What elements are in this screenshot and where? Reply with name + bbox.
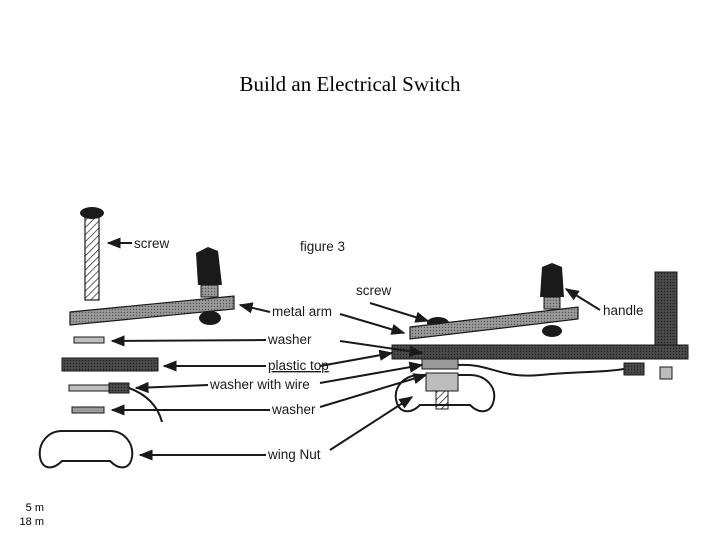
washer-label-bottom: washer	[271, 402, 316, 417]
exploded-view	[38, 207, 235, 469]
plastic-top-part	[61, 357, 159, 372]
switch-diagram: screw figure 3 metal arm washer plastic …	[38, 207, 689, 469]
assembled-view	[391, 263, 689, 413]
wing-nut-label: wing Nut	[267, 447, 321, 462]
plastic-top-label: plastic top	[268, 358, 329, 373]
footer-line-2: 18 m	[19, 516, 44, 528]
footer-line-1: 5 m	[25, 502, 44, 514]
screw-part	[80, 207, 104, 301]
handle-part-left	[196, 247, 222, 325]
footer-notes: 5 m 18 m	[10, 501, 44, 529]
screw-label-right: screw	[356, 283, 392, 298]
metal-arm-label: metal arm	[272, 304, 332, 319]
washer-part-top	[73, 336, 105, 344]
right-arrows	[319, 288, 601, 451]
slide-title: Build an Electrical Switch	[239, 72, 461, 96]
wing-nut-part	[38, 430, 134, 469]
figure-label: figure 3	[300, 239, 345, 254]
screw-label-left: screw	[134, 236, 170, 251]
washer-part-bottom	[71, 406, 105, 414]
washer-label-top: washer	[267, 332, 312, 347]
washer-with-wire-part	[68, 382, 163, 423]
handle-label: handle	[603, 303, 644, 318]
metal-arm-part	[69, 295, 235, 326]
left-arrows	[106, 237, 271, 461]
washer-with-wire-label: washer with wire	[209, 377, 310, 392]
